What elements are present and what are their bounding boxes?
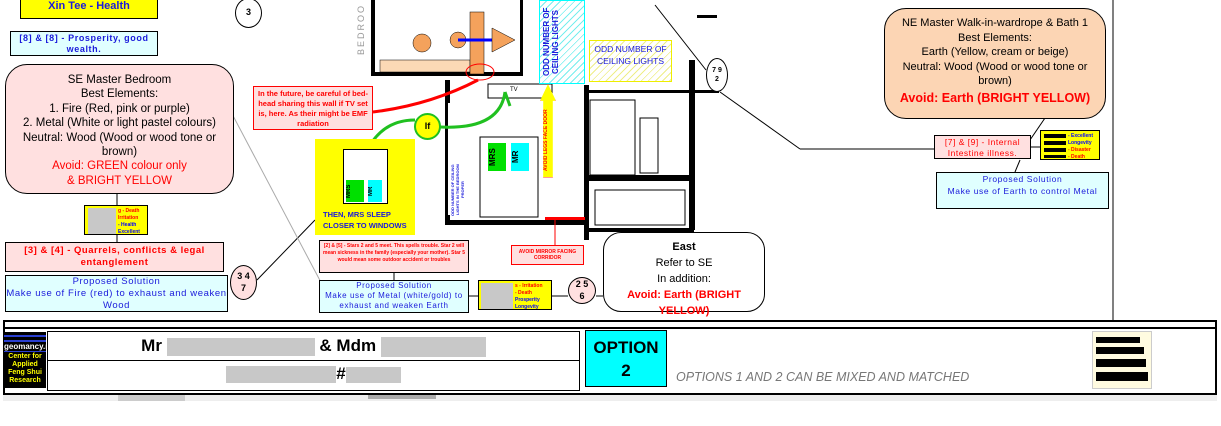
- prosperity-box: [8] & [8] - Prosperity, good wealth.: [10, 31, 158, 56]
- scrollbar-thumb[interactable]: [118, 395, 185, 401]
- se-avoid1: Avoid: GREEN colour only: [52, 160, 187, 173]
- tv-label: TV: [510, 87, 518, 93]
- intestine-box: [7] & [9] - Internal Intestine illness.: [934, 135, 1031, 159]
- legend-item: Longevity: [1068, 140, 1092, 146]
- solution-title: Proposed Solution: [982, 174, 1063, 184]
- mdm-label: & Mdm: [319, 336, 377, 355]
- se-title: SE Master Bedroom: [67, 74, 172, 86]
- sleep-note: THEN, MRS SLEEP CLOSER TO WINDOWS: [323, 210, 407, 230]
- mrs-marker: MRS: [346, 180, 364, 202]
- solution-title: Proposed Solution: [356, 281, 432, 290]
- circle-label: 7 9: [712, 66, 722, 74]
- redacted-name: [166, 337, 315, 356]
- ne-walk-in-wardrobe-box: NE Master Walk-in-wardrope & Bath 1 Best…: [884, 8, 1106, 119]
- bedroom-label: BEDROO: [356, 4, 366, 56]
- ne-title: NE Master Walk-in-wardrope & Bath 1: [901, 17, 1089, 29]
- odd-lights-vertical: ODD NUMBER OF CEILING LIGHTS: [539, 0, 585, 84]
- solution-text: Make use of Fire (red) to exhaust and we…: [6, 287, 227, 311]
- fire-solution-box: Proposed Solution Make use of Fire (red)…: [5, 275, 228, 312]
- redacted-name: [380, 336, 486, 357]
- redacted-address: [226, 366, 337, 384]
- se-subtitle: Best Elements:: [80, 88, 159, 101]
- hash-label: #: [336, 364, 346, 383]
- sleep-closer-box: MRS MR THEN, MRS SLEEP CLOSER TO WINDOWS: [315, 139, 415, 235]
- se-line1: 1. Fire (Red, pink or purple): [49, 102, 190, 115]
- option-badge: OPTION 2: [585, 330, 667, 387]
- client-name-box: Mr & Mdm #: [47, 331, 580, 391]
- east-line2: In addition:: [657, 273, 711, 285]
- quarrels-box: [3] & [4] - Quarrels, conflicts & legal …: [5, 242, 224, 272]
- logo-text: geomancy.net: [4, 342, 46, 351]
- health-note: Xin Tee - Health: [20, 0, 158, 19]
- ne-line1: Earth (Yellow, cream or beige): [921, 46, 1069, 58]
- legend-item: - Health: [118, 222, 137, 228]
- mr-label: Mr: [141, 336, 162, 355]
- earth-solution-box: Proposed Solution Make use of Earth to c…: [936, 172, 1109, 209]
- star-circle-3: 3: [235, 0, 262, 28]
- legend-item: Irritation: [118, 215, 139, 221]
- if-label: If: [424, 120, 431, 131]
- odd-lights-horizontal: ODD NUMBER OF CEILING LIGHTS: [589, 40, 672, 82]
- stars-2-5-box: [2] & [5] - Stars 2 and 5 meet. This spe…: [319, 240, 469, 273]
- redacted-unit: [345, 366, 401, 383]
- solution-text: Make use of Metal (white/gold) to exhaus…: [325, 291, 463, 310]
- footer-divider: [3, 327, 1217, 329]
- solution-text: Make use of Earth to control Metal: [947, 186, 1098, 196]
- legend-item: g - Death: [118, 208, 140, 214]
- legend-item: - Disaster: [1068, 147, 1091, 153]
- option-label: OPTION: [593, 338, 659, 357]
- ne-line2: Neutral: Wood (Wood or wood tone or brow…: [902, 60, 1088, 88]
- mr-marker: MR: [368, 180, 382, 202]
- circle-label: 3: [245, 7, 251, 18]
- odd-lights-small-note: ODD NUMBER OF CEILING LIGHTS IN THE BEDR…: [450, 164, 465, 216]
- se-line2: 2. Metal (White or light pastel colours): [22, 117, 217, 130]
- ne-avoid: Avoid: Earth (BRIGHT YELLOW): [899, 90, 1091, 105]
- legend-item: s - Irritation: [515, 283, 543, 289]
- ne-subtitle: Best Elements:: [958, 31, 1032, 44]
- circle-label: 7: [240, 282, 246, 293]
- horizontal-scrollbar[interactable]: [3, 395, 1217, 401]
- solution-title: Proposed Solution: [72, 276, 161, 287]
- legend-item: Prosperity: [515, 297, 540, 303]
- mirror-note: AVOID MIRROR FACING CORRIDOR: [511, 245, 584, 265]
- east-avoid: Avoid: Earth (BRIGHT YELLOW): [627, 289, 741, 317]
- option-number: 2: [621, 361, 631, 380]
- circle-label: 2 5: [575, 278, 589, 289]
- logo-subtitle: Center for Applied Feng Shui Research: [4, 352, 46, 388]
- legend-item: Excellent: [118, 229, 140, 235]
- redacted-note-box: [1092, 331, 1152, 389]
- logo: geomancy.net Center for Applied Feng Shu…: [4, 332, 46, 388]
- se-master-bedroom-box: SE Master Bedroom Best Elements: 1. Fire…: [5, 64, 234, 194]
- bed-mrs-marker: MRS: [488, 143, 506, 171]
- circle-label: 6: [579, 290, 585, 301]
- se-line3: Neutral: Wood (Wood or wood tone or brow…: [22, 131, 217, 158]
- metal-solution-box: Proposed Solution Make use of Metal (whi…: [319, 280, 469, 313]
- legend-item: - Death: [1068, 154, 1085, 160]
- legend-item: - Excellent: [1068, 133, 1094, 139]
- legend-item: - Death: [515, 290, 532, 296]
- if-circle: If: [414, 113, 441, 140]
- circle-label: 2: [715, 76, 719, 83]
- east-box: East Refer to SE In addition: Avoid: Ear…: [603, 232, 765, 317]
- legend-item: Longevity: [515, 304, 539, 310]
- options-note: OPTIONS 1 AND 2 CAN BE MIXED AND MATCHED: [676, 370, 970, 384]
- east-title: East: [672, 241, 696, 253]
- circle-label: 3 4: [237, 270, 250, 281]
- bed-mr-marker: MR: [511, 143, 529, 171]
- east-line1: Refer to SE: [655, 257, 713, 269]
- scrollbar-thumb[interactable]: [368, 395, 436, 399]
- bedhead-warning-note: In the future, be careful of bed-head sh…: [253, 86, 373, 130]
- se-avoid2: & BRIGHT YELLOW: [66, 174, 173, 187]
